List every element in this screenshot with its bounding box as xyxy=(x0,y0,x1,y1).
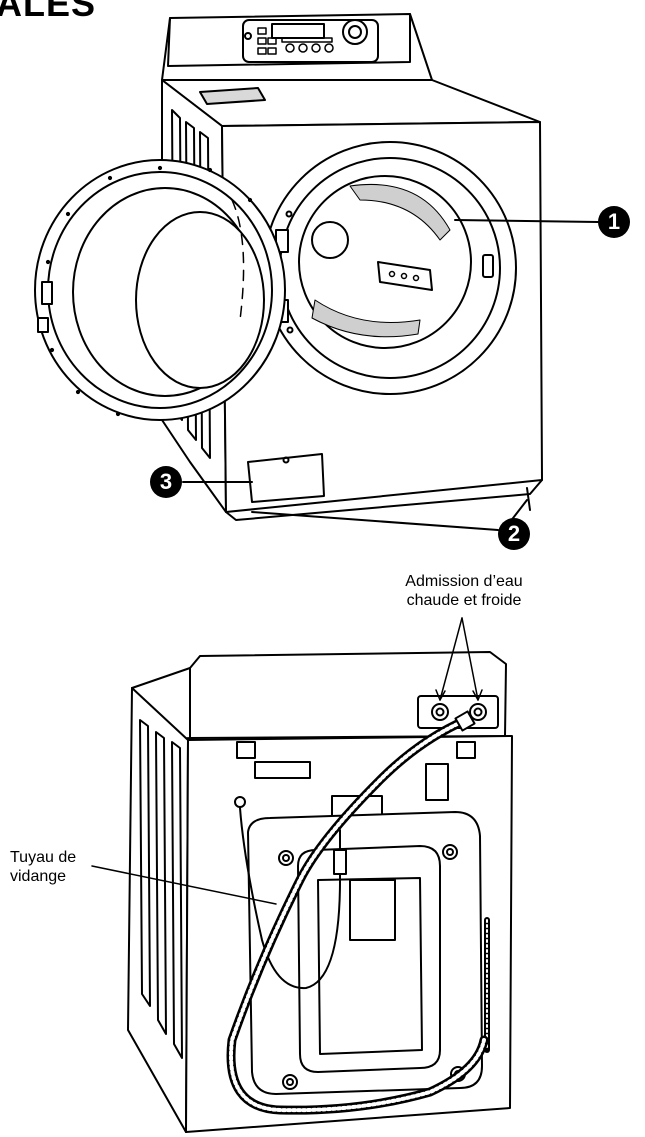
section-heading: ALES xyxy=(0,0,97,24)
callout-3: 3 xyxy=(150,466,182,498)
water-inlet-label: Admission d’eau chaude et froide xyxy=(376,572,552,610)
water-inlet-label-line1: Admission d’eau xyxy=(405,573,523,590)
rear-washer xyxy=(91,617,513,1133)
drain-hose-label-line1: Tuyau de xyxy=(10,849,77,866)
drain-hose-label-line2: vidange xyxy=(10,868,67,885)
callout-1: 1 xyxy=(598,206,630,238)
front-washer xyxy=(34,13,599,531)
water-inlet-label-line2: chaude et froide xyxy=(406,592,522,609)
callout-2: 2 xyxy=(498,518,530,550)
drain-hose-label: Tuyau de vidange xyxy=(10,848,76,886)
